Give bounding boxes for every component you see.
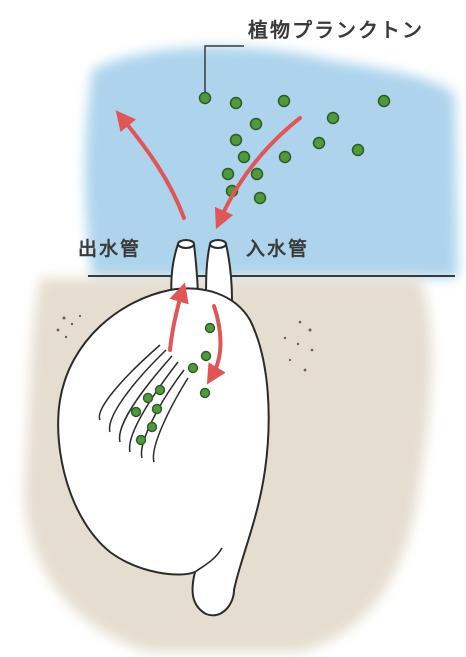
plankton-dot (250, 167, 264, 181)
plankton-dot (277, 94, 291, 108)
plankton-dot (229, 96, 243, 110)
inhalant-siphon-opening (209, 239, 227, 249)
plankton-dot (312, 136, 326, 150)
flow-arrow-out (115, 110, 186, 220)
plankton-cluster (198, 91, 391, 205)
plankton-dot (377, 94, 391, 108)
plankton-dot (237, 150, 251, 164)
inhalant-siphon-label: 入水管 (246, 238, 310, 260)
flow-arrow-up-inside (168, 282, 189, 352)
plankton-dot (249, 117, 263, 131)
plankton-dot (351, 143, 365, 157)
water-flow-arrows (115, 110, 302, 385)
plankton-dot (130, 406, 142, 418)
flow-arrow-in (214, 116, 302, 230)
plankton-dot (187, 362, 199, 374)
plankton-dot (198, 91, 212, 105)
exhalant-siphon-opening (177, 239, 195, 249)
water-area (85, 46, 458, 279)
plankton-dot (221, 167, 235, 181)
plankton-dot (154, 384, 166, 396)
flow-arrow-down-inside (206, 304, 226, 385)
sediment-speckles (56, 314, 314, 372)
gill (98, 344, 189, 463)
plankton-dot (135, 434, 147, 446)
plankton-dot (199, 387, 211, 399)
plankton-dot (229, 133, 243, 147)
plankton-dot (253, 191, 267, 205)
plankton-dot (204, 322, 216, 334)
plankton-dot (142, 392, 154, 404)
plankton-leader-line (204, 45, 244, 92)
plankton-dot (146, 421, 158, 433)
plankton-dot (326, 111, 340, 125)
plankton-dot (200, 350, 212, 362)
exhalant-siphon-label: 出水管 (78, 238, 142, 260)
plankton-label: 植物プランクトン (248, 18, 424, 42)
plankton-dot (151, 403, 163, 415)
plankton-dot (278, 150, 292, 164)
clam-foot-line (194, 547, 223, 573)
ingested-plankton (130, 322, 216, 446)
